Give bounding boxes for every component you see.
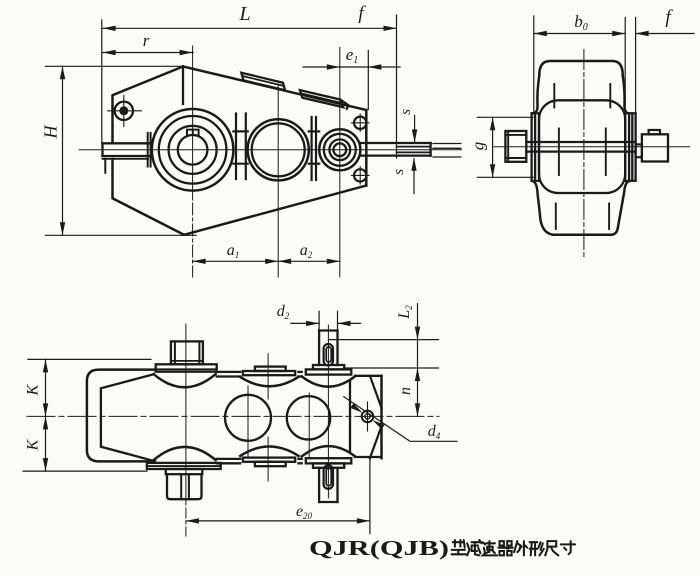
svg-text:g: g — [469, 142, 488, 151]
svg-text:L: L — [238, 3, 250, 25]
svg-text:H: H — [41, 125, 61, 140]
svg-text:QJR(QJB): QJR(QJB) — [309, 536, 449, 560]
svg-text:a1: a1 — [227, 242, 240, 260]
svg-text:a2: a2 — [300, 242, 313, 260]
svg-text:L2: L2 — [396, 305, 414, 320]
svg-text:s: s — [391, 169, 407, 175]
svg-text:d4: d4 — [428, 423, 441, 441]
svg-text:r: r — [143, 31, 150, 50]
svg-text:f: f — [358, 3, 366, 24]
svg-text:f: f — [665, 7, 673, 28]
svg-text:n: n — [397, 387, 414, 395]
svg-text:d2: d2 — [277, 303, 290, 321]
svg-text:e1: e1 — [346, 45, 359, 66]
svg-text:b0: b0 — [574, 12, 588, 33]
svg-text:K: K — [25, 383, 42, 396]
svg-text:e20: e20 — [296, 503, 313, 521]
svg-text:s: s — [398, 109, 414, 115]
svg-text:K: K — [25, 438, 42, 451]
